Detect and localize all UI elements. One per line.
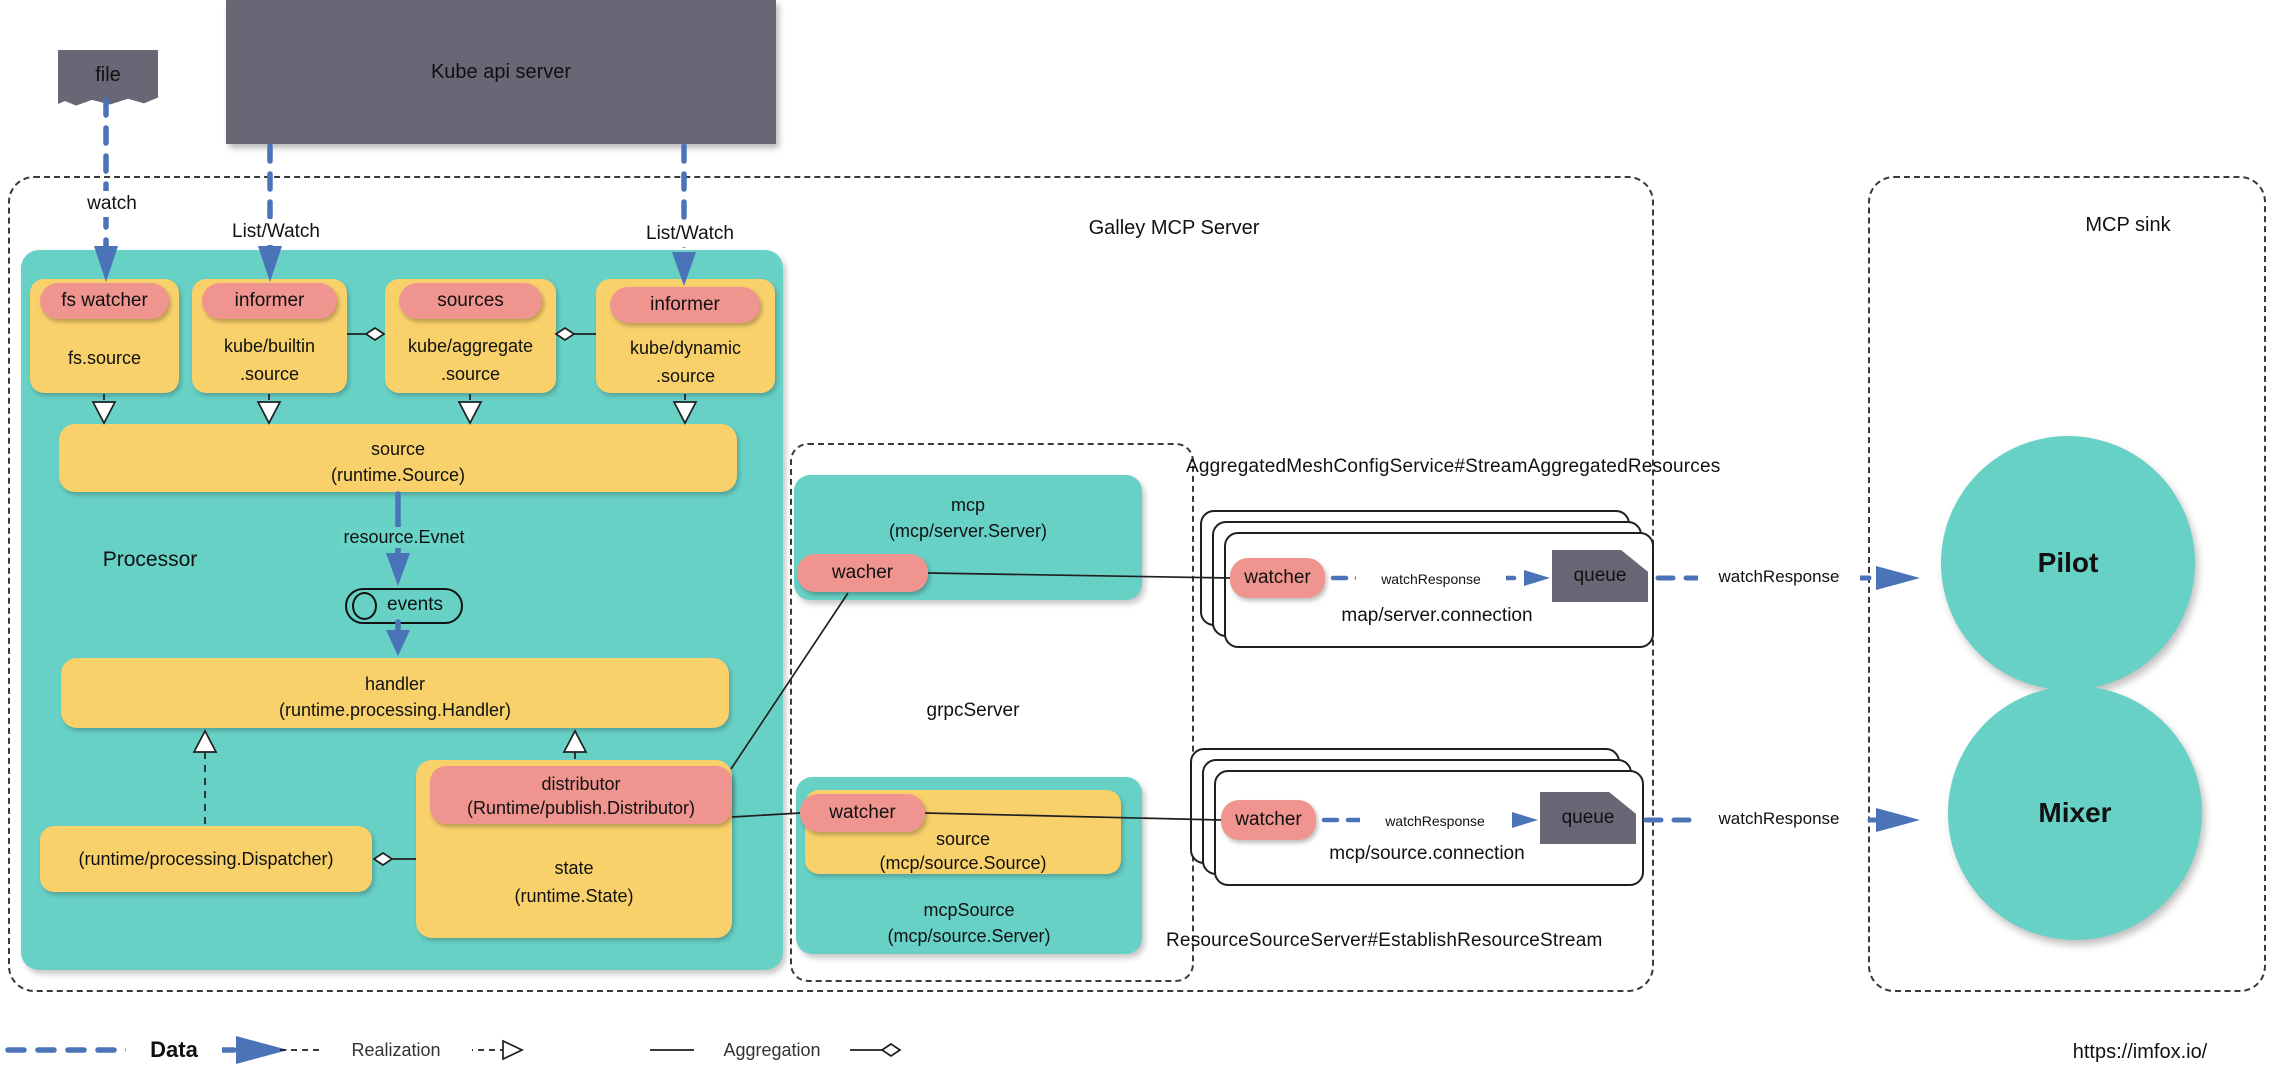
source-connection-watcher-text: watcher — [1235, 809, 1302, 830]
source-connection-watcher-pill: watcher — [1221, 800, 1316, 840]
handler-line1: handler — [61, 671, 729, 697]
runtime-source-line1: source — [59, 436, 737, 462]
mcp-source-watcher-pill-text: watcher — [829, 802, 896, 823]
dynamic-informer-pill: informer — [610, 287, 760, 323]
wacher-pill: wacher — [797, 554, 928, 592]
state-line1-text: state — [554, 857, 594, 878]
fs-watcher-pill: fs watcher — [40, 283, 169, 319]
pilot-label: Pilot — [2037, 547, 2099, 578]
builtin-informer-pill-text: informer — [234, 290, 305, 311]
mcp-sink-title: MCP sink — [2028, 211, 2228, 239]
builtin-source-line2: .source — [192, 360, 347, 388]
fs-source-label-text: fs.source — [67, 347, 142, 368]
sources-pill-text: sources — [437, 290, 504, 311]
mixer-label: Mixer — [2038, 797, 2112, 828]
aggregated-service-label: AggregatedMeshConfigService#StreamAggreg… — [1186, 456, 1720, 478]
mcp-source-inner-line2-text: (mcp/source.Source) — [879, 852, 1047, 873]
file-node: file — [58, 50, 158, 106]
mcp-server-line1-text: mcp — [950, 494, 985, 515]
dynamic-source-line2: .source — [596, 362, 775, 390]
events-cylinder-cap-icon — [352, 592, 377, 620]
dynamic-source-line2-text: .source — [655, 365, 716, 386]
state-line2: (runtime.State) — [416, 883, 732, 909]
kube-api-server-node: Kube api server — [226, 0, 776, 144]
runtime-source-bar — [59, 424, 737, 492]
aggregated-service-label-text: AggregatedMeshConfigService#StreamAggreg… — [1186, 456, 1721, 477]
distributor-line1-text: distributor — [541, 773, 621, 794]
fs-watcher-pill-text: fs watcher — [61, 290, 148, 311]
mcp-server-line2: (mcp/server.Server) — [794, 518, 1142, 544]
mcp-source-line2: (mcp/source.Server) — [796, 923, 1142, 949]
dispatcher-box: (runtime/processing.Dispatcher) — [40, 826, 372, 892]
mcp-source-line1-text: mcpSource — [923, 899, 1015, 920]
events-label: events — [387, 594, 443, 615]
handler-line2: (runtime.processing.Handler) — [61, 697, 729, 723]
resource-source-server-label-text: ResourceSourceServer#EstablishResourceSt… — [1166, 930, 1603, 951]
mcp-source-inner-line2: (mcp/source.Source) — [805, 851, 1121, 875]
mcp-source-inner-line1: source — [805, 827, 1121, 851]
wacher-pill-text: wacher — [831, 562, 894, 583]
processor-label-text: Processor — [102, 548, 198, 571]
mcp-sink-frame — [1868, 176, 2266, 992]
handler-line1-text: handler — [364, 673, 426, 694]
builtin-source-line1: kube/builtin — [192, 332, 347, 360]
server-connection-card-label: map/server.connection — [1224, 604, 1650, 628]
dynamic-informer-pill-text: informer — [650, 294, 720, 315]
builtin-source-line2-text: .source — [239, 363, 300, 384]
source-connection-queue-text: queue — [1561, 807, 1615, 828]
aggregate-source-line1-text: kube/aggregate — [407, 335, 534, 356]
mcp-server-line2-text: (mcp/server.Server) — [888, 520, 1048, 541]
state-line1: state — [416, 855, 732, 881]
server-connection-watcher-pill: watcher — [1230, 558, 1325, 598]
footer-url-text: https://imfox.io/ — [2072, 1040, 2208, 1063]
mixer-circle: Mixer — [1948, 686, 2202, 940]
dynamic-source-line1: kube/dynamic — [596, 334, 775, 362]
grpc-server-title-text: grpcServer — [926, 700, 1020, 721]
runtime-source-line2: (runtime.Source) — [59, 462, 737, 488]
file-label: file — [95, 63, 121, 86]
runtime-source-line2-text: (runtime.Source) — [330, 464, 466, 485]
builtin-source-line1-text: kube/builtin — [223, 335, 316, 356]
events-queue-shape: events — [345, 588, 463, 624]
fs-source-label: fs.source — [30, 344, 179, 372]
galley-title-text: Galley MCP Server — [1088, 216, 1260, 239]
server-connection-card-label-text: map/server.connection — [1341, 605, 1533, 626]
distributor-line1: distributor — [430, 772, 732, 796]
dispatcher-label: (runtime/processing.Dispatcher) — [78, 848, 334, 869]
footer-url: https://imfox.io/ — [2020, 1038, 2260, 1066]
handler-bar — [61, 658, 729, 728]
state-line2-text: (runtime.State) — [514, 885, 634, 906]
distributor-line2-text: (Runtime/publish.Distributor) — [466, 797, 696, 818]
aggregate-source-line1: kube/aggregate — [385, 332, 556, 360]
handler-line2-text: (runtime.processing.Handler) — [278, 699, 512, 720]
source-connection-card-label: mcp/source.connection — [1214, 842, 1640, 866]
server-connection-watcher-text: watcher — [1244, 567, 1311, 588]
kube-api-server-label: Kube api server — [430, 60, 572, 83]
dynamic-source-line1-text: kube/dynamic — [629, 337, 742, 358]
aggregate-source-line2: .source — [385, 360, 556, 388]
pilot-circle: Pilot — [1941, 436, 2195, 690]
resource-source-server-label: ResourceSourceServer#EstablishResourceSt… — [1166, 930, 1603, 952]
mcp-source-inner-line1-text: source — [935, 828, 991, 849]
sources-pill: sources — [399, 283, 542, 319]
distributor-pill — [430, 766, 732, 824]
mcp-source-watcher-pill: watcher — [800, 794, 925, 832]
runtime-source-line1-text: source — [370, 438, 426, 459]
mcp-source-line2-text: (mcp/source.Server) — [887, 925, 1051, 946]
source-connection-queue: queue — [1540, 792, 1636, 844]
source-connection-card-label-text: mcp/source.connection — [1329, 843, 1525, 864]
mcp-source-line1: mcpSource — [796, 897, 1142, 923]
aggregate-source-line2-text: .source — [440, 363, 501, 384]
distributor-line2: (Runtime/publish.Distributor) — [430, 796, 732, 820]
mcp-sink-title-text: MCP sink — [2085, 213, 2171, 236]
builtin-informer-pill: informer — [202, 283, 337, 319]
processor-label: Processor — [80, 546, 220, 574]
server-connection-queue-text: queue — [1573, 565, 1627, 586]
mcp-server-line1: mcp — [794, 492, 1142, 518]
galley-title: Galley MCP Server — [1024, 214, 1324, 242]
grpc-server-title: grpcServer — [873, 698, 1073, 724]
